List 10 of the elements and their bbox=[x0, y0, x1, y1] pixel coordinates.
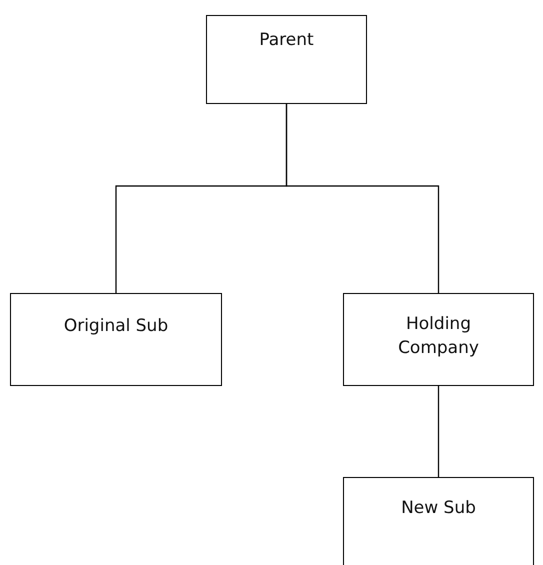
connector-line bbox=[438, 386, 440, 477]
org-box bbox=[343, 477, 534, 565]
node-label: New Sub bbox=[400, 497, 477, 520]
connector-line bbox=[286, 104, 440, 293]
org-box bbox=[206, 15, 367, 104]
node-label: Original Sub bbox=[62, 315, 170, 338]
org-box bbox=[10, 293, 222, 386]
node-label: Parent bbox=[258, 29, 315, 52]
org-box bbox=[343, 293, 534, 386]
node-label: Holding Company bbox=[397, 313, 480, 360]
